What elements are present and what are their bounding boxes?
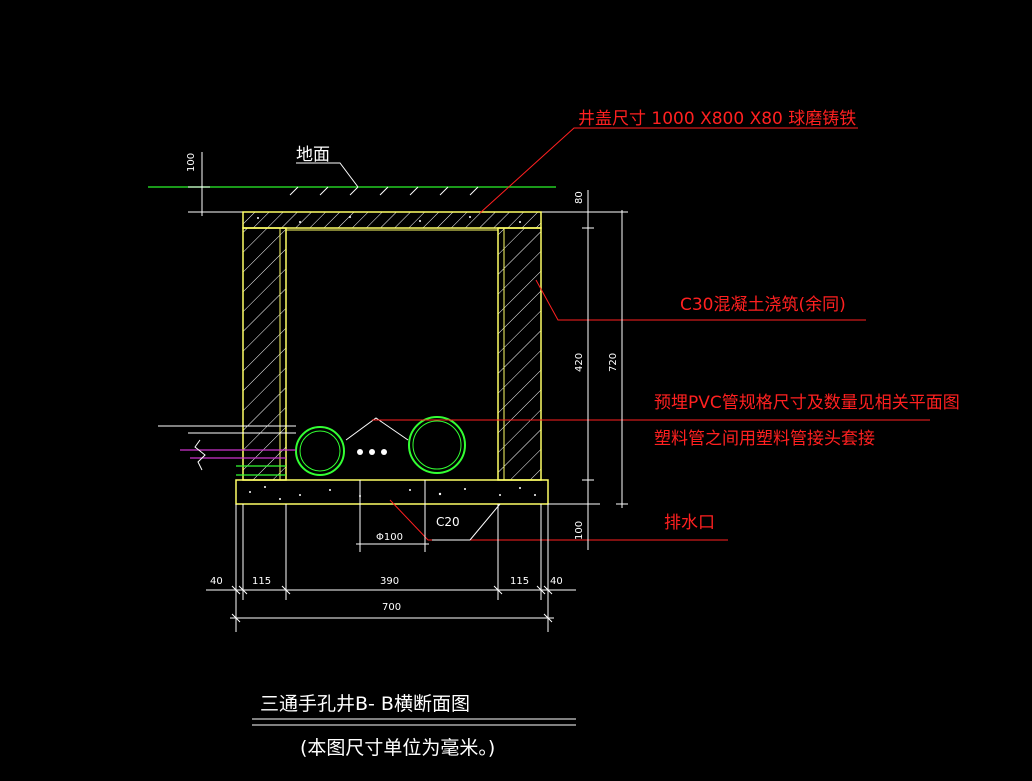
- drain-dia-label: Φ100: [376, 532, 403, 543]
- drawing-title: 三通手孔井B- B横断面图: [260, 693, 470, 715]
- dim-inner-width: 390: [380, 576, 399, 587]
- cover-slab: [242, 211, 542, 229]
- pvc-pipes: [158, 416, 466, 476]
- drain-dimension: [356, 504, 429, 552]
- pvc-label-2: 塑料管之间用塑料管接头套接: [654, 429, 875, 449]
- base-slab: [235, 479, 549, 505]
- leader-arrow-icon: [372, 127, 930, 541]
- dim-left-margin: 40: [210, 576, 223, 587]
- right-dimensions: [548, 190, 628, 550]
- pvc-pipe-circle-icon: [295, 426, 345, 476]
- dim-total-width: 700: [382, 602, 401, 613]
- concrete-label: C30混凝土浇筑(余同): [680, 295, 846, 315]
- dim-right-margin: 40: [550, 576, 563, 587]
- base-label: C20: [436, 515, 460, 529]
- left-wall: [242, 227, 287, 481]
- dim-left-wall: 115: [252, 576, 271, 587]
- ground-label: 地面: [296, 145, 330, 165]
- base-leader: [469, 503, 501, 541]
- right-wall: [497, 227, 542, 481]
- dim-total-height: 720: [608, 353, 619, 372]
- dim-inner-height: 420: [574, 353, 585, 372]
- bottom-dimensions: [206, 504, 576, 632]
- pvc-label-1: 预埋PVC管规格尺寸及数量见相关平面图: [654, 393, 960, 413]
- ground-leader: [296, 162, 359, 188]
- soil-hatch-icon: [289, 186, 479, 196]
- dim-right-wall: 115: [510, 576, 529, 587]
- drawing-note: (本图尺寸单位为毫米。): [300, 737, 495, 759]
- pvc-pipe-circle-icon: [408, 416, 466, 474]
- left-dimension: [196, 152, 208, 216]
- ground-layer: [148, 186, 628, 213]
- dim-base: 100: [574, 521, 585, 540]
- dim-cover: 80: [574, 191, 585, 204]
- drain-label: 排水口: [664, 513, 715, 533]
- cover-label: 井盖尺寸 1000 X800 X80 球磨铸铁: [578, 109, 856, 129]
- dim-soil: 100: [186, 153, 197, 172]
